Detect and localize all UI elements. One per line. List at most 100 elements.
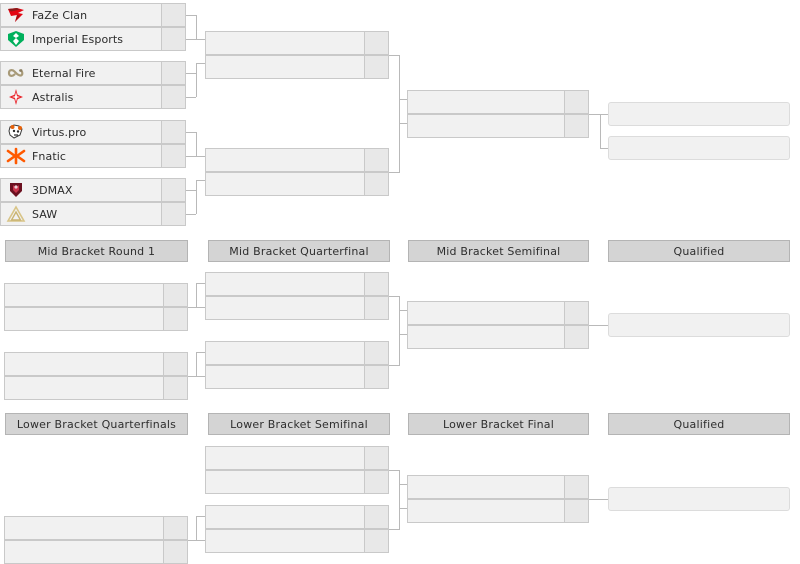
score-cell [364,366,388,388]
connector-line [196,283,205,284]
lower-quarterfinal-slot[interactable] [4,540,188,564]
score-cell [163,377,187,399]
mid-quarterfinal-slot[interactable] [205,365,389,389]
score-cell [364,342,388,364]
team-entry [5,353,163,375]
team-entry [206,471,364,493]
saw-logo [5,204,27,224]
score-cell [364,173,388,195]
upper-semifinal-slot[interactable] [407,114,589,138]
connector-line [589,499,608,500]
mid-round1-slot[interactable] [4,283,188,307]
score-cell [161,62,185,84]
team-entry: Imperial Esports [1,28,161,50]
team-name: SAW [32,207,58,221]
team-entry [609,314,789,336]
score-cell [364,447,388,469]
connector-line [196,132,197,157]
lower-semifinal-slot[interactable] [205,505,389,529]
lower-semifinal-slot[interactable] [205,446,389,470]
match-row-eternal-fire[interactable]: Eternal Fire [0,61,186,85]
match-row-astralis[interactable]: Astralis [0,85,186,109]
connector-line [600,148,608,149]
upper-qualified-slot[interactable] [608,102,790,126]
lower-qualified-slot[interactable] [608,487,790,511]
upper-quarterfinal-slot[interactable] [205,172,389,196]
team-name: FaZe Clan [32,8,88,22]
lower-quarterfinal-slot[interactable] [4,516,188,540]
score-cell [364,273,388,295]
lower-semifinal-slot[interactable] [205,529,389,553]
mid-round1-slot[interactable] [4,352,188,376]
upper-quarterfinal-slot[interactable] [205,55,389,79]
team-entry: FaZe Clan [1,4,161,26]
score-cell [564,326,588,348]
match-row-3dmax[interactable]: 3DMAX [0,178,186,202]
mid-semifinal-slot[interactable] [407,325,589,349]
mid-round1-slot[interactable] [4,376,188,400]
team-entry [5,377,163,399]
connector-line [186,214,196,215]
eternal-fire-logo [5,63,27,83]
round-header-lower-quarterfinals: Lower Bracket Quarterfinals [5,413,188,435]
team-name: Virtus.pro [32,125,87,139]
score-cell [163,517,187,539]
upper-qualified-slot[interactable] [608,136,790,160]
team-entry [206,173,364,195]
score-cell [564,302,588,324]
connector-line [389,529,399,530]
mid-quarterfinal-slot[interactable] [205,296,389,320]
team-entry: Eternal Fire [1,62,161,84]
lower-final-slot[interactable] [407,475,589,499]
score-cell [564,115,588,137]
score-cell [161,145,185,167]
connector-line [188,376,205,377]
team-entry [408,302,564,324]
connector-line [389,55,399,56]
lower-final-slot[interactable] [407,499,589,523]
round-header-lower-final: Lower Bracket Final [408,413,589,435]
upper-semifinal-slot[interactable] [407,90,589,114]
score-cell [564,91,588,113]
team-name: 3DMAX [32,183,73,197]
team-entry: 3DMAX [1,179,161,201]
connector-line [186,97,196,98]
mid-round1-slot[interactable] [4,307,188,331]
connector-line [399,99,407,100]
score-cell [163,541,187,563]
match-row-saw[interactable]: SAW [0,202,186,226]
mid-quarterfinal-slot[interactable] [205,341,389,365]
mid-semifinal-slot[interactable] [407,301,589,325]
score-cell [364,297,388,319]
match-row-virtus-pro[interactable]: Virtus.pro [0,120,186,144]
team-entry [206,342,364,364]
round-header-lower-semifinal: Lower Bracket Semifinal [208,413,390,435]
team-entry [408,500,564,522]
connector-line [399,55,400,173]
score-cell [163,284,187,306]
round-header-lower-qualified: Qualified [608,413,790,435]
team-entry [5,284,163,306]
mid-quarterfinal-slot[interactable] [205,272,389,296]
match-row-faze-clan[interactable]: FaZe Clan [0,3,186,27]
upper-quarterfinal-slot[interactable] [205,148,389,172]
match-row-fnatic[interactable]: Fnatic [0,144,186,168]
connector-line [188,307,205,308]
score-cell [364,56,388,78]
mid-qualified-slot[interactable] [608,313,790,337]
upper-quarterfinal-slot[interactable] [205,31,389,55]
team-entry [408,115,564,137]
connector-line [389,365,399,366]
lower-semifinal-slot[interactable] [205,470,389,494]
score-cell [163,353,187,375]
team-entry [206,297,364,319]
connector-line [196,180,197,214]
connector-line [589,114,600,115]
score-cell [161,28,185,50]
connector-line [196,352,197,376]
match-row-imperial-esports[interactable]: Imperial Esports [0,27,186,51]
team-entry [5,308,163,330]
team-entry [206,530,364,552]
score-cell [364,506,388,528]
connector-line [188,540,205,541]
